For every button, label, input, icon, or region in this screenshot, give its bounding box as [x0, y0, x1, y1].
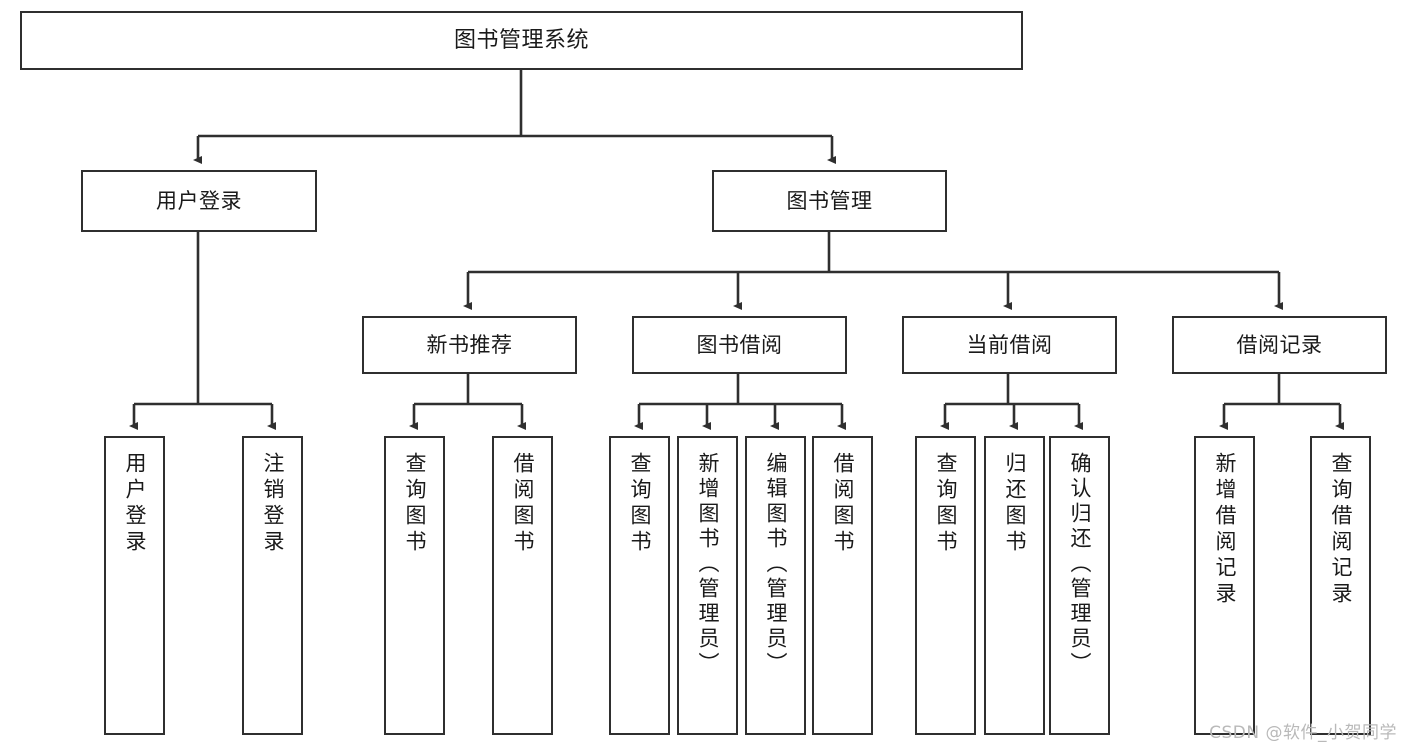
leaf-new-book-borrow[interactable]: 借阅图书 — [492, 436, 553, 735]
leaf-book-borrow-add[interactable]: 新增图书（管理员） — [677, 436, 738, 735]
leaf-current-borrow-query-label: 查询图书 — [934, 452, 958, 556]
node-current-borrow[interactable]: 当前借阅 — [902, 316, 1117, 374]
leaf-borrow-record-query-label: 查询借阅记录 — [1329, 452, 1353, 608]
node-book-management[interactable]: 图书管理 — [712, 170, 947, 232]
leaf-book-borrow-query-label: 查询图书 — [628, 452, 652, 556]
leaf-borrow-record-query[interactable]: 查询借阅记录 — [1310, 436, 1371, 735]
node-borrow-record-label: 借阅记录 — [1236, 332, 1323, 357]
node-book-borrow-label: 图书借阅 — [696, 332, 783, 357]
leaf-book-borrow-add-label: 新增图书（管理员） — [696, 452, 720, 677]
node-book-borrow[interactable]: 图书借阅 — [632, 316, 847, 374]
leaf-current-borrow-confirm[interactable]: 确认归还（管理员） — [1049, 436, 1110, 735]
leaf-current-borrow-query[interactable]: 查询图书 — [915, 436, 976, 735]
node-borrow-record[interactable]: 借阅记录 — [1172, 316, 1387, 374]
csdn-watermark: CSDN @软件_小贺同学 — [1209, 723, 1397, 743]
leaf-user-login-login-label: 用户登录 — [123, 452, 147, 556]
leaf-user-login-logout[interactable]: 注销登录 — [242, 436, 303, 735]
leaf-book-borrow-edit-label: 编辑图书（管理员） — [764, 452, 788, 677]
leaf-book-borrow-edit[interactable]: 编辑图书（管理员） — [745, 436, 806, 735]
node-new-book-recommend-label: 新书推荐 — [426, 332, 513, 357]
leaf-current-borrow-return[interactable]: 归还图书 — [984, 436, 1045, 735]
leaf-book-borrow-borrow-label: 借阅图书 — [831, 452, 855, 556]
leaf-user-login-login[interactable]: 用户登录 — [104, 436, 165, 735]
leaf-borrow-record-add-label: 新增借阅记录 — [1213, 452, 1237, 608]
leaf-book-borrow-query[interactable]: 查询图书 — [609, 436, 670, 735]
node-new-book-recommend[interactable]: 新书推荐 — [362, 316, 577, 374]
node-book-management-label: 图书管理 — [786, 188, 873, 213]
leaf-book-borrow-borrow[interactable]: 借阅图书 — [812, 436, 873, 735]
leaf-current-borrow-confirm-label: 确认归还（管理员） — [1068, 452, 1092, 677]
node-root-label: 图书管理系统 — [453, 27, 589, 53]
node-user-login-label: 用户登录 — [156, 188, 242, 213]
node-current-borrow-label: 当前借阅 — [966, 332, 1053, 357]
leaf-borrow-record-add[interactable]: 新增借阅记录 — [1194, 436, 1255, 735]
node-user-login[interactable]: 用户登录 — [81, 170, 317, 232]
leaf-new-book-query-label: 查询图书 — [403, 452, 427, 556]
leaf-current-borrow-return-label: 归还图书 — [1003, 452, 1027, 556]
leaf-new-book-query[interactable]: 查询图书 — [384, 436, 445, 735]
leaf-new-book-borrow-label: 借阅图书 — [511, 452, 535, 556]
leaf-user-login-logout-label: 注销登录 — [261, 452, 285, 556]
node-root[interactable]: 图书管理系统 — [20, 11, 1023, 70]
